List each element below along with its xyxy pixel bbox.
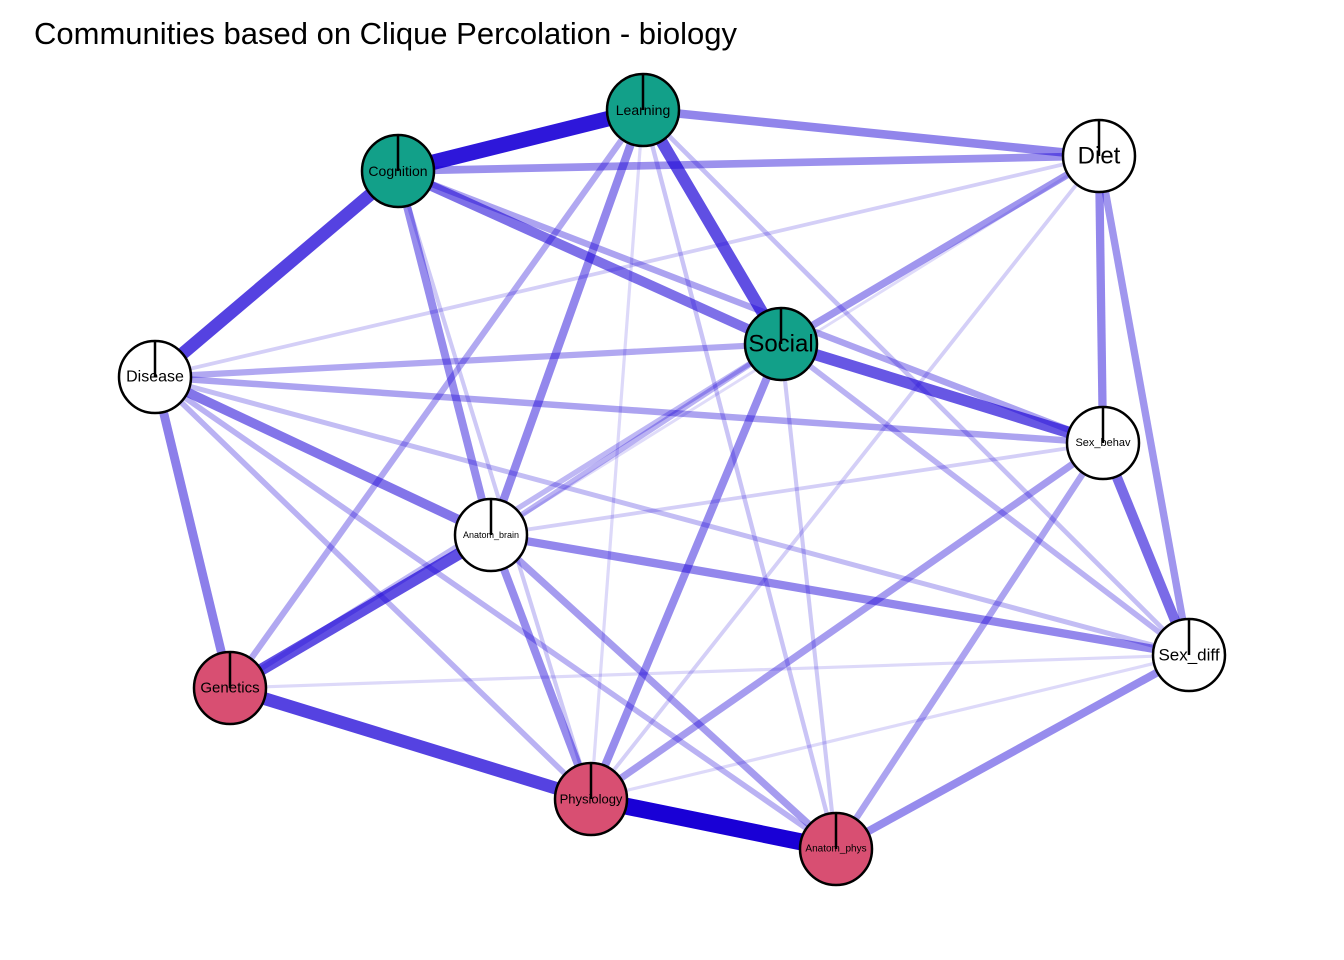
edge-disease-anatom_brain [152, 372, 494, 540]
edge-cognition-learning [396, 102, 645, 179]
node-label: Learning [616, 102, 671, 118]
edge-learning-social [637, 106, 787, 348]
edge-social-sex_diff [779, 341, 1191, 658]
edge-genetics-sex_diff [229, 653, 1190, 690]
node-label: Sex_diff [1158, 646, 1219, 665]
node-cognition: Cognition [360, 133, 436, 209]
edge-disease-sex_diff [154, 374, 1190, 658]
edge-learning-anatom_brain [487, 108, 647, 537]
node-label: Anatom_phys [805, 844, 866, 855]
edge-cognition-disease [150, 166, 403, 382]
node-social: Social [743, 306, 819, 382]
edge-social-physiology [587, 342, 785, 801]
edge-learning-genetics [227, 108, 646, 690]
edges-layer [150, 102, 1194, 858]
node-diet: Diet [1061, 118, 1137, 194]
node-learning: Learning [605, 72, 681, 148]
node-physiology: Physiology [553, 761, 629, 837]
node-disease: Disease [117, 339, 193, 415]
edge-diet-sex_diff [1095, 155, 1193, 656]
edge-genetics-physiology [228, 681, 593, 806]
edge-social-sex_behav [779, 338, 1105, 449]
edge-disease-genetics [150, 375, 235, 690]
edge-anatom_brain-sex_behav [490, 441, 1104, 537]
edge-cognition-physiology [396, 170, 593, 800]
edge-social-anatom_brain [489, 341, 783, 538]
edge-anatom_brain-sex_diff [490, 530, 1190, 660]
edge-anatom_brain-anatom_phys [488, 532, 839, 852]
node-label: Social [748, 331, 813, 358]
edge-anatom_brain-physiology [487, 533, 595, 801]
edge-social-anatom_phys [778, 343, 839, 850]
node-label: Genetics [200, 680, 259, 697]
edge-diet-sex_behav [1094, 155, 1108, 444]
node-sex-behav: Sex_behav [1065, 405, 1141, 481]
edge-sex_behav-physiology [588, 440, 1106, 802]
edge-cognition-diet [397, 152, 1100, 175]
edge-diet-social [779, 152, 1101, 348]
node-genetics: Genetics [192, 650, 268, 726]
edge-diet-physiology [589, 154, 1101, 801]
edge-sex_behav-anatom_phys [833, 441, 1106, 851]
edge-cognition-anatom_brain [394, 170, 495, 536]
edge-disease-physiology [153, 374, 593, 802]
edge-disease-social [154, 340, 782, 381]
node-anatom-phys: Anatom_phys [798, 811, 874, 887]
edge-sex_diff-anatom_phys [834, 651, 1191, 853]
edge-disease-sex_behav [154, 373, 1104, 447]
edge-cognition-sex_behav [396, 167, 1105, 447]
edge-learning-anatom_phys [640, 109, 839, 850]
node-anatom-brain: Anatom_brain [453, 497, 529, 573]
node-label: Physiology [560, 792, 623, 807]
edge-diet-disease [154, 154, 1100, 379]
edge-physiology-sex_diff [590, 653, 1190, 801]
node-label: Cognition [368, 163, 427, 179]
edge-genetics-anatom_brain [226, 529, 495, 694]
node-label: Anatom_brain [463, 530, 519, 540]
chart-title: Communities based on Clique Percolation … [34, 16, 738, 51]
node-label: Disease [126, 369, 184, 386]
node-label: Sex_behav [1075, 437, 1131, 449]
edge-learning-physiology [589, 109, 645, 800]
edge-learning-diet [642, 105, 1100, 161]
node-sex-diff: Sex_diff [1151, 617, 1227, 693]
edge-physiology-anatom_phys [589, 790, 838, 858]
edge-cognition-social [395, 166, 784, 349]
node-label: Diet [1078, 143, 1121, 170]
edge-disease-anatom_phys [153, 374, 838, 852]
edge-sex_behav-sex_diff [1098, 441, 1194, 657]
